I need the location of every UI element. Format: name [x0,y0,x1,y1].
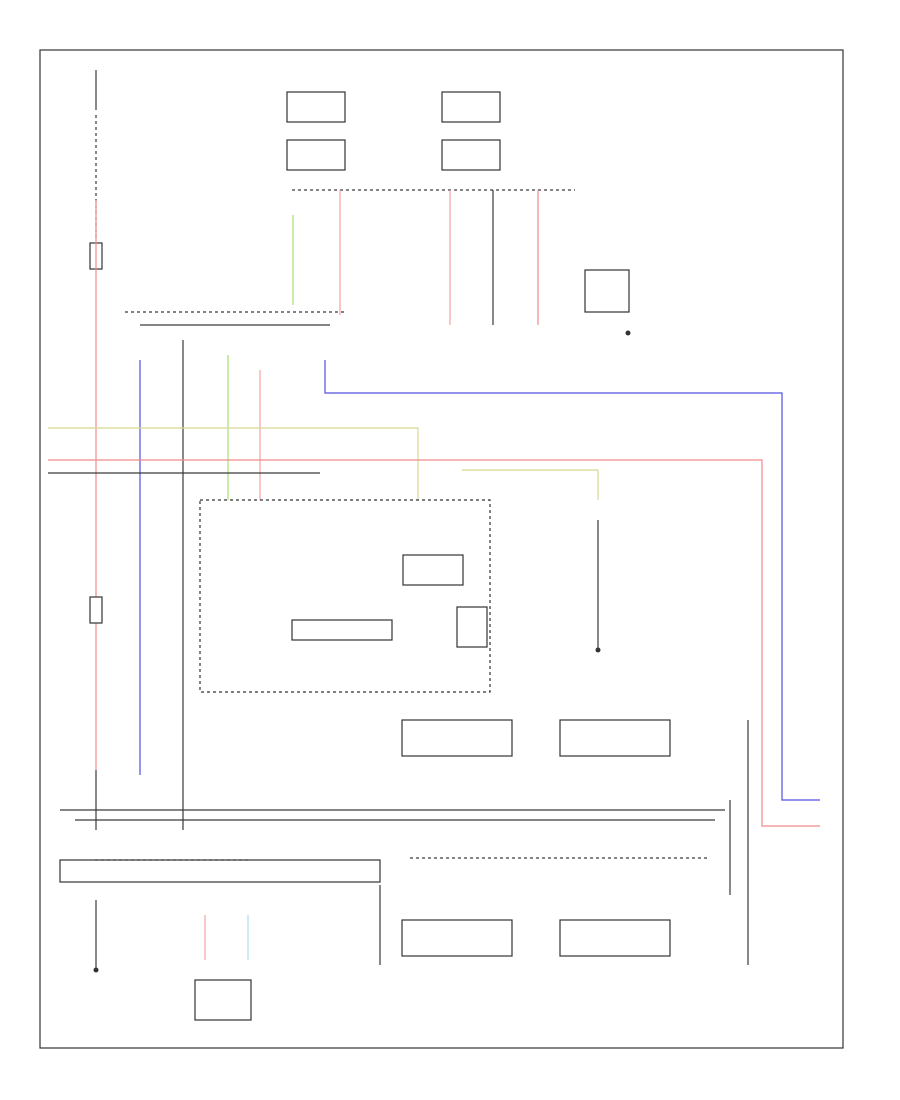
occupant-position-detection-2 [441,91,501,123]
occupant-detection-section [286,91,631,336]
airbag-srs-section [199,499,601,693]
right-relay-box [584,269,630,313]
wire-yellow-horizontal [48,427,419,500]
right-rear-weight-sensor [559,919,671,957]
ground-bottom-left [93,967,99,973]
fuse-relay-block [194,979,252,1021]
fuse-middle-left [89,596,103,624]
diagram-frame [39,49,844,1049]
bottom-connectors-section [59,859,381,1021]
left-rear-weight-sensor [401,919,513,957]
wire-red-horizontal [48,459,820,827]
wire-blue-loop [324,360,820,801]
occupant-position-detection-1 [286,91,346,123]
left-front-weight-sensor [401,719,513,757]
harness-bus-section [48,311,820,830]
wire-yellow-right [462,469,599,500]
interface-box-2 [441,139,501,171]
interface-unit-3 [402,554,464,586]
right-front-weight-sensor [559,719,671,757]
passenger-airbag-module [291,619,393,641]
ground-g1 [625,330,631,336]
weight-sensors-section [60,719,749,965]
ground-small [456,606,488,648]
wire-group-left-supply [89,70,103,830]
bottom-left-connector [59,859,381,883]
interface-box-1 [286,139,346,171]
srs-unit [199,499,491,693]
